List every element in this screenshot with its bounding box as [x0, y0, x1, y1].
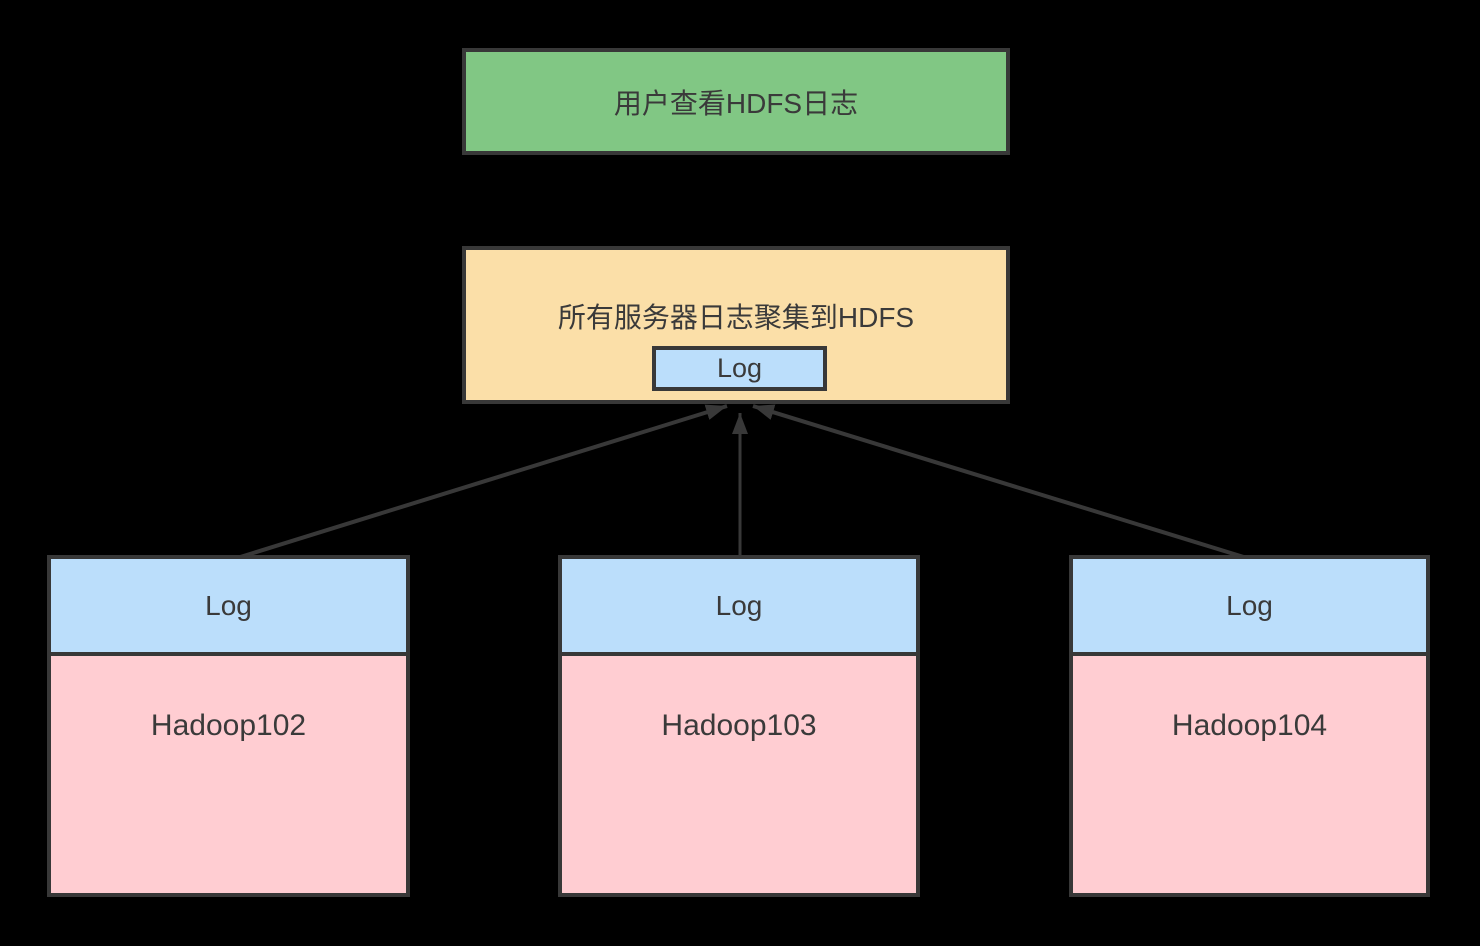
server-log-header: Log	[1073, 559, 1426, 656]
server-log-label: Log	[205, 589, 252, 621]
hdfs-log-label: Log	[716, 353, 763, 383]
hdfs-aggregation-label: 所有服务器日志聚集到HDFS	[557, 302, 915, 333]
server-log-header: Log	[562, 559, 916, 656]
server-name-area: Hadoop104	[1073, 656, 1426, 893]
server-box-hadoop103: Log Hadoop103	[558, 555, 920, 897]
hdfs-log-box: Log	[652, 346, 827, 391]
arrow-hadoop104-to-hdfs	[752, 404, 1248, 560]
server-name-label: Hadoop104	[1171, 709, 1328, 742]
hdfs-aggregation-box: 所有服务器日志聚集到HDFS Log	[462, 246, 1010, 404]
server-name-area: Hadoop103	[562, 656, 916, 893]
arrow-hadoop102-to-hdfs	[236, 404, 728, 560]
server-name-area: Hadoop102	[51, 656, 406, 893]
server-name-label: Hadoop102	[150, 709, 307, 742]
server-log-header: Log	[51, 559, 406, 656]
server-log-label: Log	[1226, 589, 1273, 621]
server-box-hadoop102: Log Hadoop102	[47, 555, 410, 897]
server-log-label: Log	[715, 589, 763, 621]
server-box-hadoop104: Log Hadoop104	[1069, 555, 1430, 897]
server-name-label: Hadoop103	[661, 709, 817, 742]
user-view-hdfs-label: 用户查看HDFS日志	[613, 87, 859, 119]
user-view-hdfs-box: 用户查看HDFS日志	[462, 48, 1010, 155]
